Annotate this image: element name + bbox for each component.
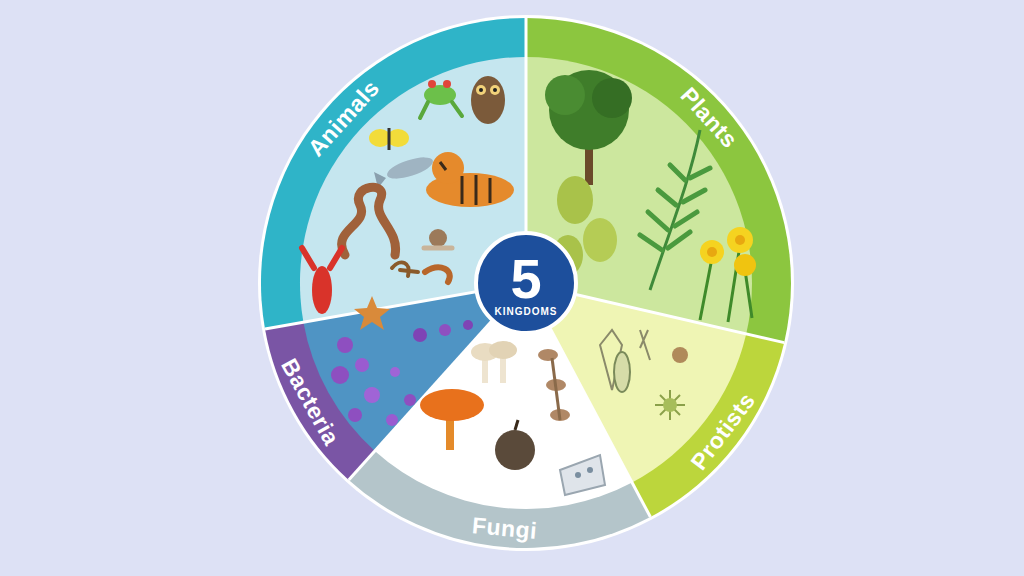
kingdom-name: Bacteria	[273, 350, 349, 455]
kingdom-band-label: Bacteria	[273, 350, 349, 455]
fungi-picture	[420, 341, 605, 495]
kingdom-name: Protists	[681, 383, 764, 479]
wheel-rim	[258, 15, 794, 551]
hub-caption: KINGDOMS	[495, 306, 558, 318]
kingdom-band-label: Animals	[298, 71, 388, 166]
kingdom-band-label: Plants	[671, 78, 747, 158]
center-circle: 5KINGDOMS	[474, 231, 578, 335]
kingdom-count: 5	[510, 252, 541, 306]
kingdom-name: Fungi	[467, 510, 543, 546]
kingdom-name: Animals	[298, 71, 388, 166]
protists-picture	[600, 330, 688, 420]
kingdom-band-label: Protists	[681, 383, 764, 479]
dividers	[265, 18, 784, 517]
kingdom-band-label: Fungi	[467, 510, 543, 546]
kingdom-name: Plants	[671, 78, 747, 158]
